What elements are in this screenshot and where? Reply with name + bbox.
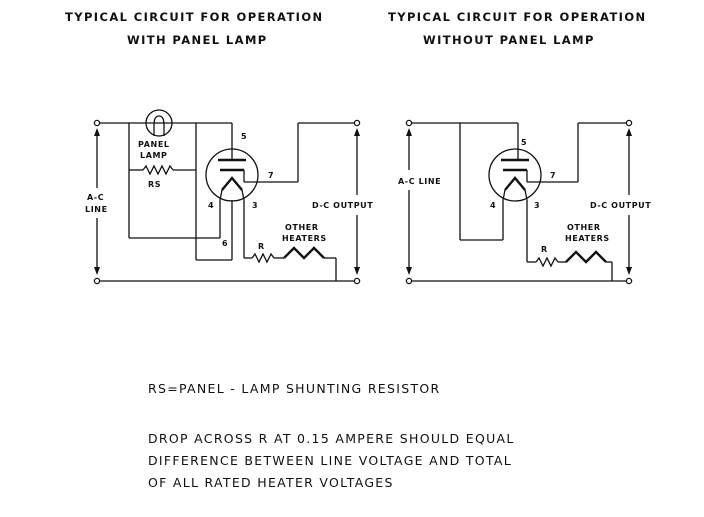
other-heaters-left	[283, 246, 325, 260]
left-title-line2: WITH PANEL LAMP	[127, 33, 268, 47]
pin-6-label: 6	[222, 239, 228, 248]
dc-output-arrow-right	[626, 128, 632, 275]
ac-line-label-1: A-C	[87, 193, 104, 202]
drop-note-line3: OF ALL RATED HEATER VOLTAGES	[148, 475, 394, 490]
pin-4-label-right: 4	[490, 201, 496, 210]
dc-terminal-bottom-left	[353, 277, 361, 285]
r-label-right: R	[541, 245, 547, 254]
rs-definition-note: RS=PANEL - LAMP SHUNTING RESISTOR	[148, 381, 441, 396]
panel-lamp-symbol	[145, 109, 173, 137]
ac-line-label-2: LINE	[85, 205, 108, 214]
shunt-resistor-rs	[142, 164, 174, 176]
notes: RS=PANEL - LAMP SHUNTING RESISTOR DROP A…	[148, 381, 515, 490]
dc-terminal-top-right	[625, 119, 633, 127]
ac-line-label-right: A-C LINE	[398, 177, 441, 186]
dc-terminal-bottom-right	[625, 277, 633, 285]
ac-terminal-top	[93, 119, 101, 127]
r-label-left: R	[258, 242, 264, 251]
dropping-resistor-r-left	[251, 252, 275, 264]
rs-label: RS	[148, 180, 161, 189]
ac-line-arrow	[94, 128, 100, 275]
ac-terminal-bottom	[93, 277, 101, 285]
pin-7-label: 7	[268, 171, 274, 180]
right-title-line1: TYPICAL CIRCUIT FOR OPERATION	[388, 10, 647, 24]
dc-output-label-left: D-C OUTPUT	[312, 201, 373, 210]
pin-5-label-right: 5	[521, 138, 527, 147]
other-heaters-label-2-right: HEATERS	[565, 234, 610, 243]
dropping-resistor-r-right	[535, 256, 559, 268]
circuit-without-panel-lamp: TYPICAL CIRCUIT FOR OPERATION WITHOUT PA…	[388, 10, 651, 285]
ac-line-arrow-right	[406, 128, 412, 275]
other-heaters-label-1-right: OTHER	[567, 223, 601, 232]
pin-5-label: 5	[241, 132, 247, 141]
rectifier-tube-left	[205, 148, 298, 202]
other-heaters-right	[565, 250, 607, 264]
dc-output-label-right: D-C OUTPUT	[590, 201, 651, 210]
panel-lamp-label-1: PANEL	[138, 140, 170, 149]
ac-terminal-bottom-right	[405, 277, 413, 285]
panel-lamp-label-2: LAMP	[140, 151, 168, 160]
pin-7-label-right: 7	[550, 171, 556, 180]
drop-note-line1: DROP ACROSS R AT 0.15 AMPERE SHOULD EQUA…	[148, 431, 515, 446]
other-heaters-label-2-left: HEATERS	[282, 234, 327, 243]
pin-3-label-right: 3	[534, 201, 540, 210]
rectifier-tube-right	[488, 148, 578, 202]
pin-4-label: 4	[208, 201, 214, 210]
other-heaters-label-1-left: OTHER	[285, 223, 319, 232]
circuit-with-panel-lamp: TYPICAL CIRCUIT FOR OPERATION WITH PANEL…	[65, 10, 373, 285]
dc-output-arrow-left	[354, 128, 360, 275]
pin-3-label: 3	[252, 201, 258, 210]
drop-note-line2: DIFFERENCE BETWEEN LINE VOLTAGE AND TOTA…	[148, 453, 512, 468]
left-title-line1: TYPICAL CIRCUIT FOR OPERATION	[65, 10, 324, 24]
dc-terminal-top-left	[353, 119, 361, 127]
ac-terminal-top-right	[405, 119, 413, 127]
right-title-line2: WITHOUT PANEL LAMP	[423, 33, 595, 47]
